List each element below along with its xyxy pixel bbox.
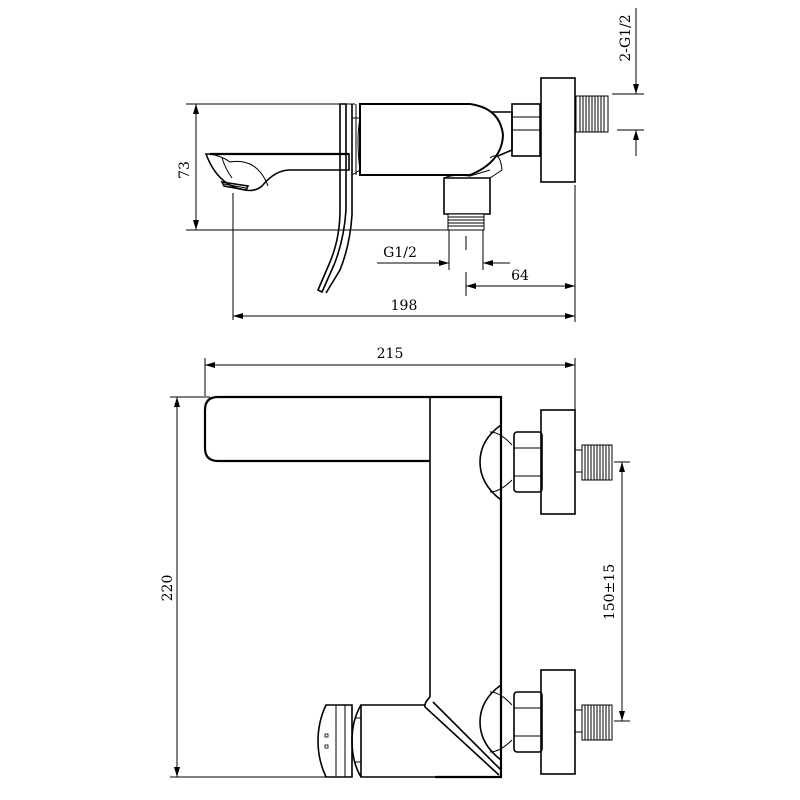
lower-connector xyxy=(479,669,613,775)
upper-connector xyxy=(479,409,613,515)
dim-label-g1-2: G1/2 xyxy=(383,245,417,261)
side-view: 73 xyxy=(177,8,644,322)
dim-label-150-15: 150±15 xyxy=(602,564,618,620)
dim-label-215: 215 xyxy=(377,346,404,362)
thread-hatch-bottom-inlet xyxy=(448,216,484,227)
dim-label-220: 220 xyxy=(160,575,176,602)
dim-label-73: 73 xyxy=(177,161,193,179)
dim-label-2-g1-2: 2-G1/2 xyxy=(618,14,634,61)
dim-label-198: 198 xyxy=(391,298,418,314)
thread-hatch-top-connector xyxy=(579,96,605,132)
front-view: 215 220 xyxy=(160,346,630,779)
dim-label-64: 64 xyxy=(511,268,529,284)
